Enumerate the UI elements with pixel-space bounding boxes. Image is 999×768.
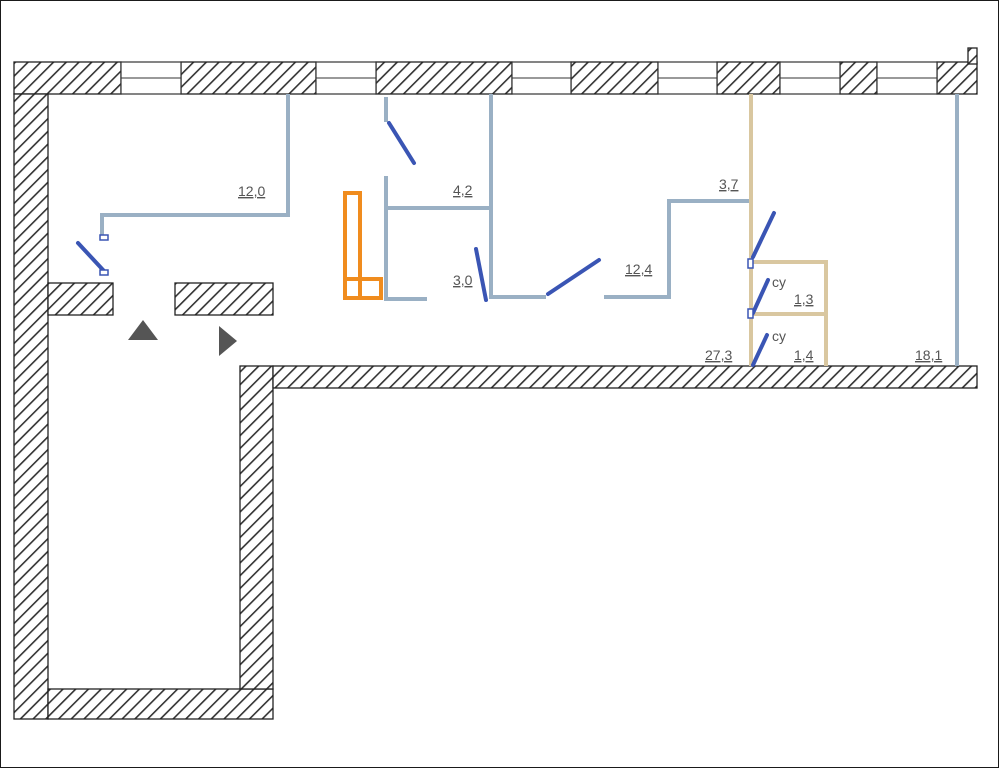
partition-wall-left — [47, 282, 114, 316]
partition-wall-right — [174, 282, 274, 316]
top-wall-seg-7 — [936, 61, 978, 95]
area-label-room-e: 12,4 — [625, 261, 652, 277]
partition-room-e — [604, 199, 749, 299]
wet-zone-partitions — [749, 94, 828, 366]
top-wall-seg-5 — [716, 61, 781, 95]
top-wall-seg-1 — [13, 61, 122, 95]
fixture — [343, 191, 383, 300]
partition-room-c — [489, 94, 546, 299]
top-wall-seg-2 — [180, 61, 317, 95]
top-wall-seg-4 — [570, 61, 659, 95]
partitions — [100, 94, 959, 366]
corridor-bottom-wall — [272, 365, 978, 389]
area-label-room-h: 27,3 — [705, 347, 732, 363]
area-label-room-f: 1,3 — [794, 291, 814, 307]
partition-room-b — [384, 176, 427, 301]
top-wall-seg-6 — [839, 61, 878, 95]
area-label-room-a: 12,0 — [238, 183, 265, 199]
door-3 — [474, 247, 488, 302]
fixture-tall — [343, 191, 362, 300]
entrance-marker-right — [219, 326, 237, 356]
area-label-room-b: 4,2 — [453, 182, 473, 198]
fixture-base — [343, 277, 383, 300]
door-hinges — [99, 234, 754, 319]
area-label-room-d: 3,7 — [719, 176, 739, 192]
area-label-room-i: 18,1 — [915, 347, 942, 363]
top-wall-seg-3 — [375, 61, 513, 95]
entrance-marker-up — [128, 320, 158, 340]
exterior-walls — [13, 47, 978, 720]
door-6 — [751, 278, 770, 315]
area-label-room-g: 1,4 — [794, 347, 814, 363]
door-4 — [546, 258, 601, 296]
area-label-room-c: 3,0 — [453, 272, 473, 288]
door-2 — [387, 121, 416, 165]
partition-room-a — [100, 94, 290, 236]
bathroom-label-2: су — [772, 328, 786, 344]
bathroom-outline — [751, 260, 828, 366]
left-wall — [13, 93, 49, 720]
doors — [76, 121, 776, 367]
top-right-wall-stub — [967, 47, 978, 65]
bottom-wall — [47, 688, 274, 720]
door-1 — [76, 241, 106, 273]
bathroom-label-1: су — [772, 274, 786, 290]
inner-vertical-wall — [239, 365, 274, 690]
door-7 — [751, 333, 769, 367]
door-5 — [751, 211, 776, 259]
